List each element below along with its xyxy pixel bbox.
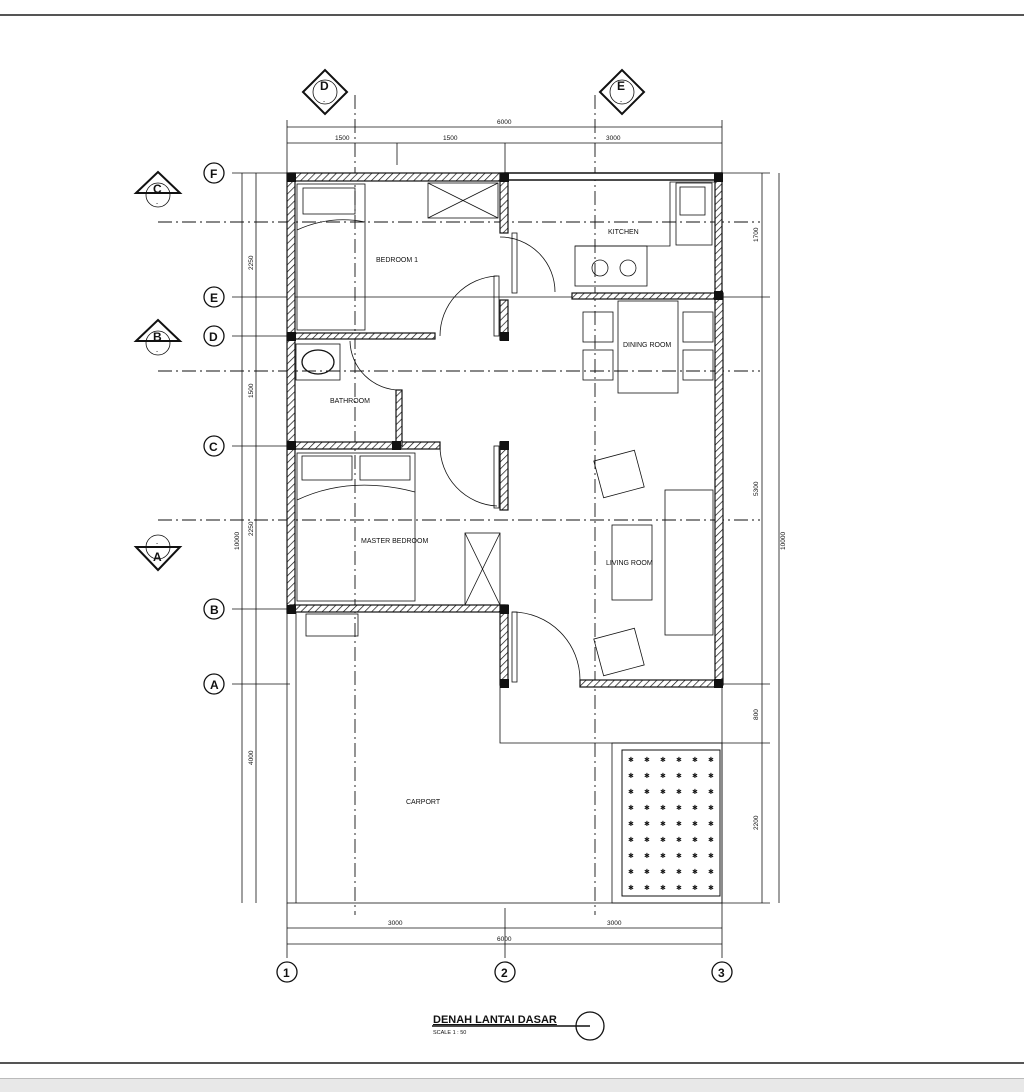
doors <box>349 232 581 683</box>
svg-text:A: A <box>210 678 219 692</box>
sink <box>675 182 713 246</box>
section-marker-e: E- <box>598 68 646 116</box>
svg-text:2200: 2200 <box>753 815 760 830</box>
svg-text:3000: 3000 <box>388 920 403 927</box>
svg-text:1500: 1500 <box>248 383 255 398</box>
svg-text:10000: 10000 <box>234 532 241 550</box>
room-label-dining: DINING ROOM <box>623 342 671 349</box>
room-label-kitchen: KITCHEN <box>608 229 639 236</box>
svg-text:3000: 3000 <box>606 135 621 142</box>
svg-text:B: B <box>210 603 219 617</box>
section-markers: D- E- C- B- -A <box>133 68 646 572</box>
svg-text:-: - <box>156 200 158 207</box>
grid-col-1: 1 <box>283 966 290 980</box>
svg-text:1500: 1500 <box>443 135 458 142</box>
grid-bubbles: 1 2 3 F E D C B A <box>203 162 733 983</box>
toilet <box>301 349 335 375</box>
garden-area <box>621 749 721 897</box>
svg-text:2250: 2250 <box>248 521 255 536</box>
dining-table <box>617 300 679 394</box>
drawing-title-block: DENAH LANTAI DASAR SCALE 1 : 50 <box>432 1011 605 1041</box>
svg-text:-: - <box>156 540 158 547</box>
svg-text:1700: 1700 <box>753 227 760 242</box>
svg-text:C: C <box>209 440 218 454</box>
svg-text:6000: 6000 <box>497 119 512 126</box>
sheet-border-bottom <box>0 1062 1024 1064</box>
svg-text:F: F <box>210 167 217 181</box>
svg-text:2250: 2250 <box>248 255 255 270</box>
walls <box>286 172 724 688</box>
sheet-border-top <box>0 14 1024 16</box>
dimensions-left: 2250 1500 2250 4000 10000 <box>234 173 257 903</box>
dimensions-right: 1700 5300 800 2200 10000 <box>753 173 787 903</box>
dimensions-bottom: 3000 3000 6000 <box>286 903 723 958</box>
wardrobe-1 <box>427 182 499 219</box>
drawing-title: DENAH LANTAI DASAR <box>433 1014 557 1026</box>
svg-text:6000: 6000 <box>497 936 512 943</box>
grid-col-2: 2 <box>501 966 508 980</box>
bed-1 <box>296 183 366 331</box>
svg-text:-: - <box>323 98 325 105</box>
room-label-bathroom: BATHROOM <box>330 398 370 405</box>
sheet-footer-strip <box>0 1078 1024 1092</box>
section-marker-d: D- <box>301 68 349 116</box>
svg-text:B: B <box>153 330 162 344</box>
room-label-bedroom1: BEDROOM 1 <box>376 257 418 264</box>
svg-text:-: - <box>156 348 158 355</box>
furniture <box>295 181 715 677</box>
svg-text:3000: 3000 <box>607 920 622 927</box>
dimensions-top: 6000 1500 1500 3000 <box>286 119 723 173</box>
drawing-scale: SCALE 1 : 50 <box>433 1030 466 1036</box>
svg-text:1500: 1500 <box>335 135 350 142</box>
room-label-carport: CARPORT <box>406 799 441 806</box>
room-label-living: LIVING ROOM <box>606 560 653 567</box>
svg-text:D: D <box>209 330 218 344</box>
master-bed <box>296 452 416 602</box>
section-marker-b: B- <box>133 318 183 356</box>
svg-text:E: E <box>210 291 218 305</box>
section-marker-a: -A <box>133 534 183 572</box>
svg-text:800: 800 <box>753 709 760 720</box>
svg-text:A: A <box>153 550 162 564</box>
room-label-master: MASTER BEDROOM <box>361 538 428 545</box>
sofa <box>664 489 714 636</box>
grid-col-3: 3 <box>718 966 725 980</box>
section-marker-c: C- <box>133 170 183 208</box>
title-circle-symbol <box>575 1011 605 1041</box>
master-wardrobe <box>464 532 501 606</box>
svg-text:E: E <box>617 79 625 93</box>
svg-text:10000: 10000 <box>780 532 787 550</box>
svg-text:C: C <box>153 182 162 196</box>
svg-text:D: D <box>320 79 329 93</box>
svg-text:4000: 4000 <box>248 750 255 765</box>
terrace-outline <box>499 684 722 744</box>
stove <box>574 245 648 287</box>
coffee-table <box>611 524 653 601</box>
svg-text:-: - <box>620 98 622 105</box>
svg-text:5300: 5300 <box>753 481 760 496</box>
